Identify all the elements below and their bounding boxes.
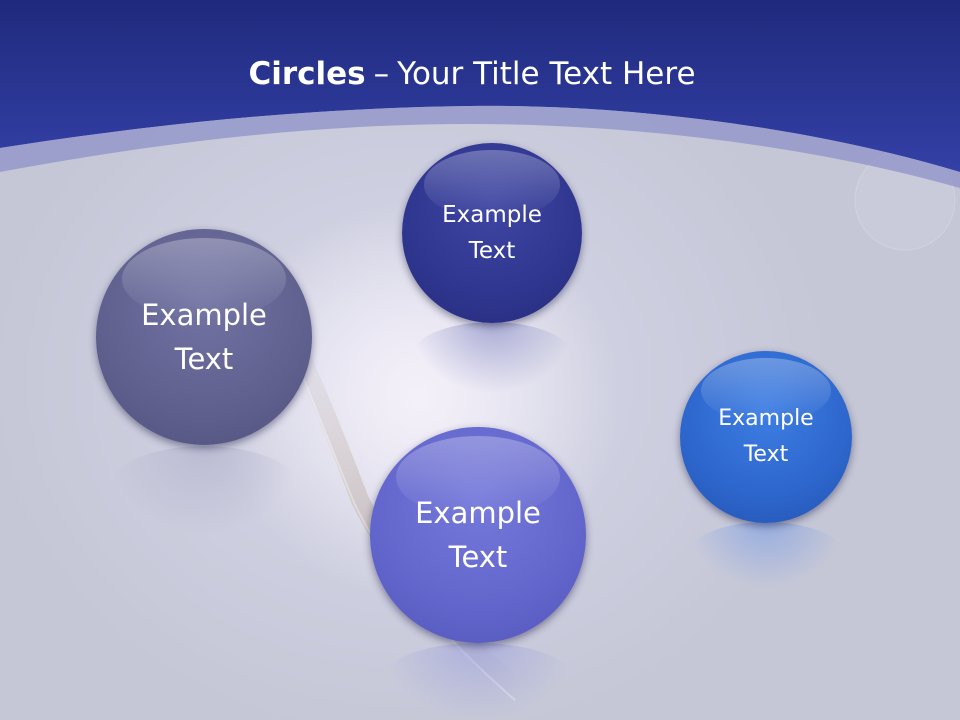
slide-title: Circles–Your Title Text Here [0,52,944,96]
circle-label: Example Text [131,293,277,381]
circle-label-line1: Example [442,202,542,228]
title-bold: Circles [248,56,366,92]
title-separator: – [373,56,390,92]
circle-navy[interactable]: Example Text [402,143,582,323]
circle-label-line1: Example [141,298,267,332]
circle-label: Example Text [708,401,823,473]
circle-periwinkle[interactable]: Example Text [370,427,586,643]
circle-label-line1: Example [718,406,814,431]
circle-label-line2: Text [174,342,234,376]
circle-label-line2: Text [743,442,789,467]
circle-blue[interactable]: Example Text [680,351,852,523]
circle-label: Example Text [432,197,552,269]
circle-label-line1: Example [415,496,541,530]
title-text: Your Title Text Here [397,56,696,92]
circle-label: Example Text [405,491,551,579]
circle-label-line2: Text [468,238,516,264]
circle-slate[interactable]: Example Text [96,229,312,445]
circle-label-line2: Text [448,540,508,574]
